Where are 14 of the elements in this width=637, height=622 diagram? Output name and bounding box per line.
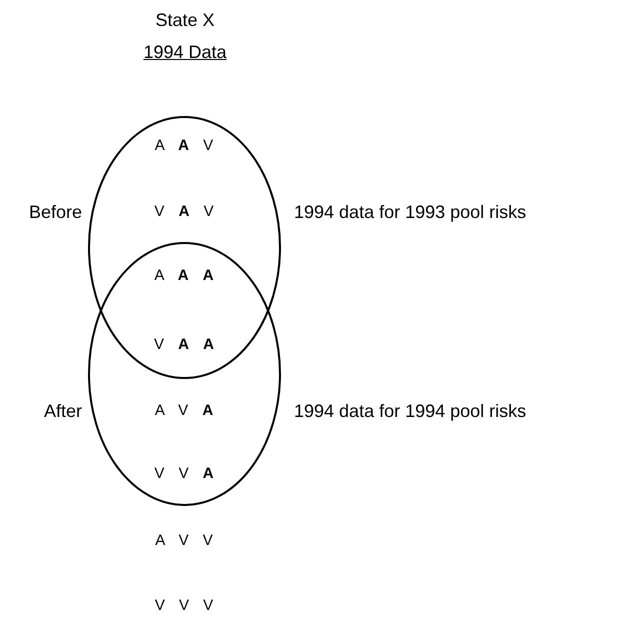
side-note: 1994 data for 1994 pool risks	[294, 400, 526, 422]
letter-row-text: V A A	[152, 335, 216, 355]
side-note: 1994 data for 1993 pool risks	[294, 201, 526, 223]
letter-row-text: V V V	[154, 596, 214, 616]
set-label: After	[44, 400, 82, 422]
letter-row-text: V A V	[153, 202, 215, 222]
subtitle: 1994 Data	[142, 41, 228, 63]
letter-row-text: A V A	[154, 401, 214, 421]
letter-row-text: A V V	[154, 531, 214, 551]
letter-row-text: A A V	[154, 136, 214, 156]
letter-row-text: A A A	[153, 266, 215, 286]
title: State X	[154, 9, 216, 31]
set-label: Before	[28, 201, 82, 223]
letter-row-text: V V A	[153, 464, 215, 484]
